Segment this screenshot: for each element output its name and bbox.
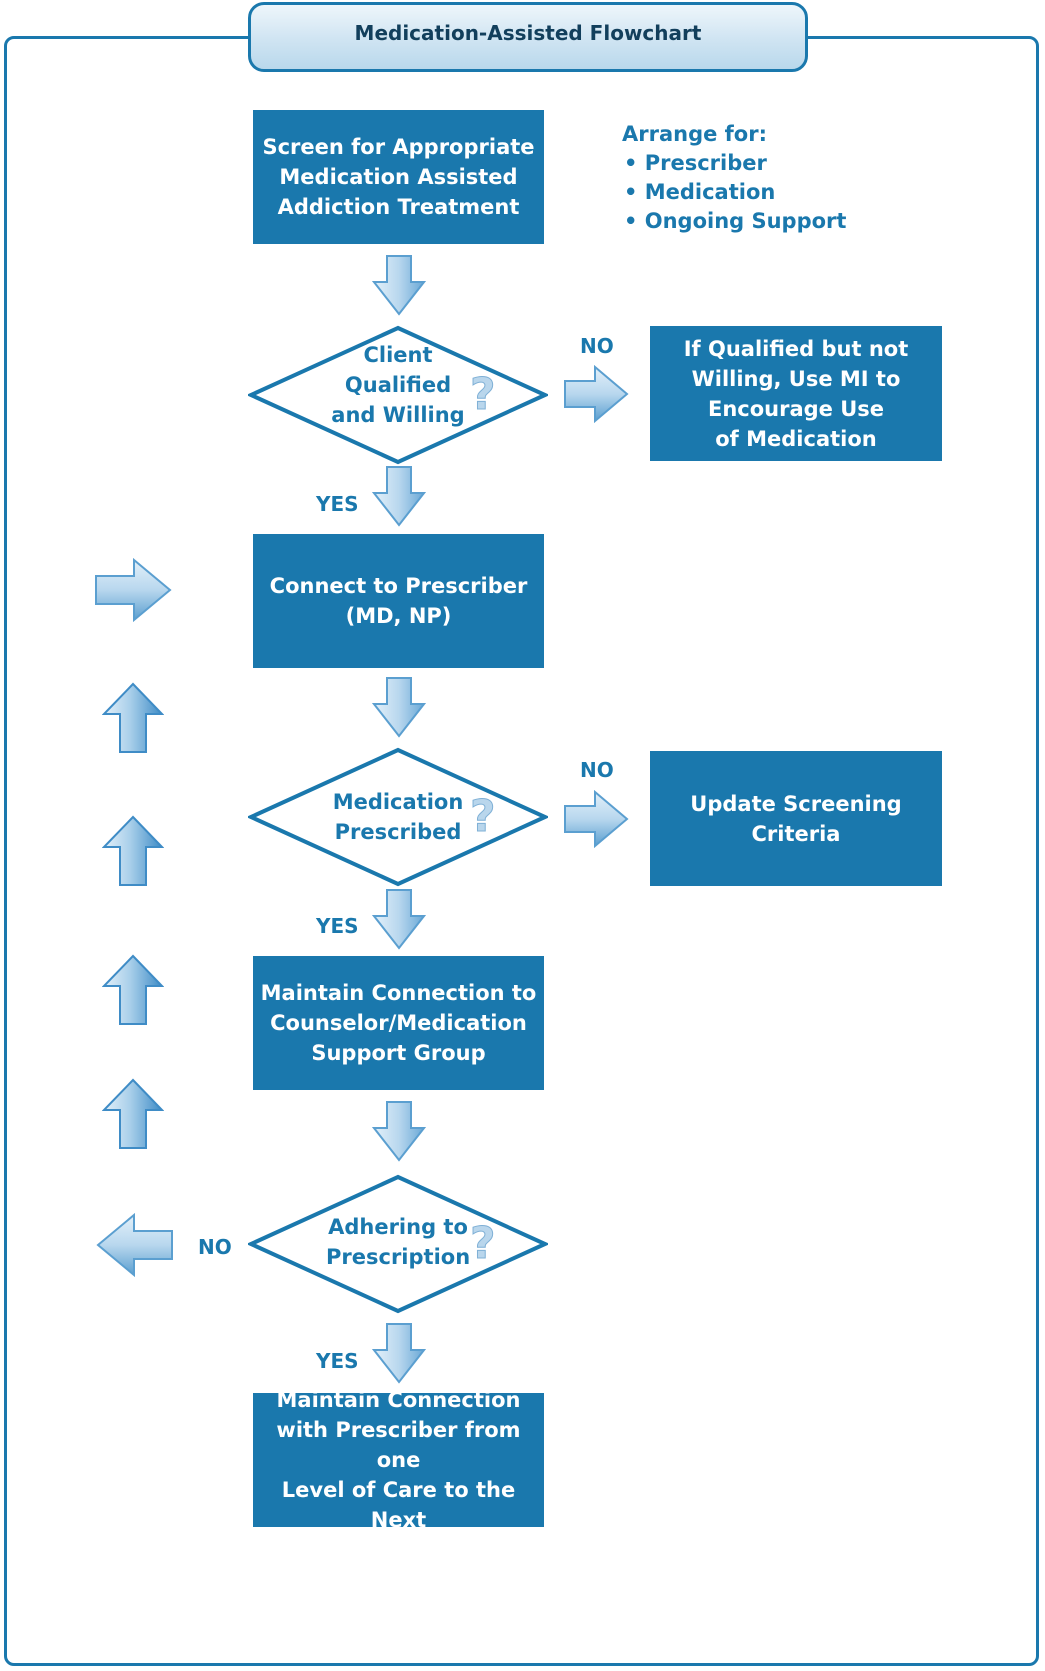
down-arrow-icon bbox=[372, 1322, 426, 1384]
title-tab: Medication-Assisted Flowchart bbox=[248, 2, 808, 72]
decision-qualified-text: Client Qualified and Willing bbox=[328, 340, 468, 430]
decision-prescribed: Medication Prescribed ? bbox=[248, 747, 548, 887]
box-qualified-not-willing: If Qualified but not Willing, Use MI to … bbox=[650, 326, 942, 461]
box-screen-line: Medication Assisted bbox=[279, 165, 518, 189]
arrange-item: • Prescriber bbox=[624, 151, 767, 175]
arrange-item: • Ongoing Support bbox=[624, 209, 847, 233]
right-arrow-icon bbox=[94, 558, 172, 622]
down-arrow-icon bbox=[372, 888, 426, 950]
decision-prescribed-text: Medication Prescribed bbox=[328, 787, 468, 847]
up-arrow-icon bbox=[102, 682, 164, 754]
box-line: If Qualified but not bbox=[683, 336, 909, 361]
decision-line: Qualified bbox=[344, 373, 452, 397]
left-arrow-icon bbox=[96, 1213, 174, 1277]
question-mark-icon: ? bbox=[470, 1218, 497, 1269]
box-line: Maintain Connection to bbox=[260, 981, 537, 1005]
box-line: Level of Care to the Next bbox=[281, 1478, 516, 1532]
box-screen-line: Addiction Treatment bbox=[277, 195, 520, 219]
decision-adhering: Adhering to Prescription ? bbox=[248, 1174, 548, 1314]
box-line: Counselor/Medication bbox=[270, 1011, 527, 1035]
up-arrow-icon bbox=[102, 1078, 164, 1150]
decision-adhering-text: Adhering to Prescription bbox=[326, 1212, 470, 1272]
box-line: Criteria bbox=[751, 821, 841, 846]
box-line: Encourage Use bbox=[707, 396, 885, 421]
yes-label: YES bbox=[316, 914, 359, 938]
box-line: Update Screening bbox=[690, 791, 902, 816]
no-label: NO bbox=[198, 1235, 232, 1259]
up-arrow-icon bbox=[102, 815, 164, 887]
box-screen: Screen for Appropriate Medication Assist… bbox=[253, 110, 544, 244]
down-arrow-icon bbox=[372, 1100, 426, 1162]
decision-qualified: Client Qualified and Willing ? bbox=[248, 325, 548, 465]
box-maintain-prescriber: Maintain Connection with Prescriber from… bbox=[253, 1388, 544, 1532]
decision-line: Adhering to bbox=[328, 1215, 468, 1239]
decision-line: Client bbox=[363, 343, 433, 367]
no-label: NO bbox=[580, 334, 614, 358]
box-line: Maintain Connection bbox=[276, 1388, 521, 1412]
no-label: NO bbox=[580, 758, 614, 782]
down-arrow-icon bbox=[372, 676, 426, 738]
decision-line: Prescription bbox=[326, 1245, 471, 1269]
box-line: with Prescriber from one bbox=[276, 1418, 521, 1472]
box-line: Willing, Use MI to bbox=[691, 366, 901, 391]
box-line: Connect to Prescriber bbox=[269, 574, 528, 598]
box-update-screening: Update Screening Criteria bbox=[650, 751, 942, 886]
box-line: Support Group bbox=[311, 1041, 486, 1065]
question-mark-icon: ? bbox=[470, 369, 497, 420]
down-arrow-icon bbox=[372, 465, 426, 527]
right-arrow-icon bbox=[563, 790, 629, 848]
box-screen-line: Screen for Appropriate bbox=[262, 135, 535, 159]
arrange-item: • Medication bbox=[624, 180, 776, 204]
down-arrow-icon bbox=[372, 254, 426, 316]
yes-label: YES bbox=[316, 492, 359, 516]
arrange-heading: Arrange for: bbox=[622, 122, 767, 146]
decision-line: Prescribed bbox=[334, 820, 462, 844]
box-line: of Medication bbox=[715, 426, 877, 451]
box-maintain-counselor: Maintain Connection to Counselor/Medicat… bbox=[253, 956, 544, 1090]
yes-label: YES bbox=[316, 1349, 359, 1373]
right-arrow-icon bbox=[563, 365, 629, 423]
decision-line: Medication bbox=[332, 790, 464, 814]
question-mark-icon: ? bbox=[470, 791, 497, 842]
arrange-for-list: Arrange for: • Prescriber • Medication •… bbox=[622, 120, 846, 236]
box-line: (MD, NP) bbox=[345, 604, 452, 628]
up-arrow-icon bbox=[102, 954, 164, 1026]
box-connect-prescriber: Connect to Prescriber (MD, NP) bbox=[253, 534, 544, 668]
page-title: Medication-Assisted Flowchart bbox=[354, 21, 702, 45]
decision-line: and Willing bbox=[331, 403, 465, 427]
